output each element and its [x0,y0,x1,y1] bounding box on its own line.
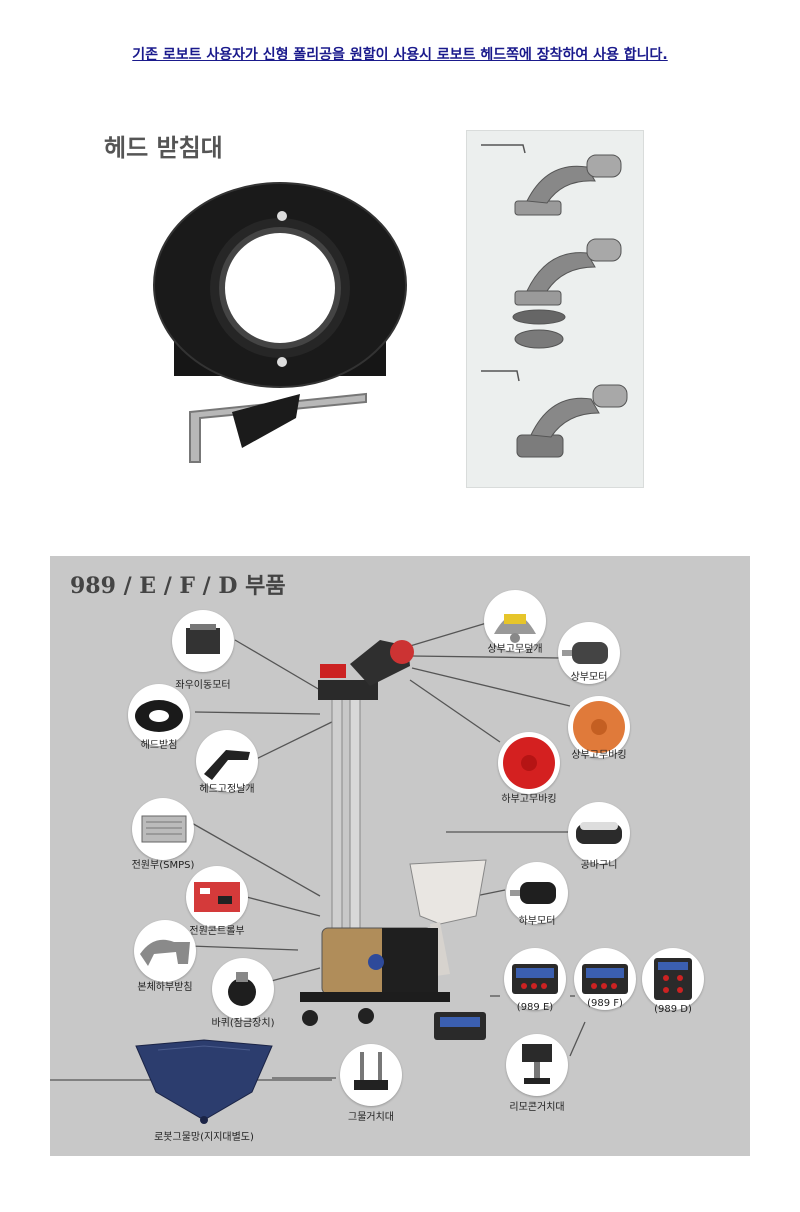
part-upper-motor: 상부모터 [558,622,620,684]
part-lower-rubber-packing: 하부고무바킹 [498,732,560,805]
basket-icon [576,822,622,844]
part-upper-rubber-packing: 상부고무바킹 [568,696,630,761]
part-body-lower-support: 본체하부받침 [134,920,196,993]
parts-title: 989 / E / F / D 부품 [70,573,286,599]
part-lower-motor: 하부모터 [506,862,568,927]
parts-panel: 989 / E / F / D 부품 [50,556,750,1156]
part-remote-989d: (989 D) [642,948,704,1015]
remote-control-icon [512,964,558,994]
connector-lines [50,621,586,1081]
wheel-icon [228,972,256,1006]
part-robot-net: 로봇그물망(지지대별도) [134,1038,274,1143]
part-head-fixing-wing: 헤드고정날개 [196,730,258,795]
part-net-holder: 그물거치대 [340,1044,402,1123]
fixing-wing-icon [204,750,250,780]
part-remote-989e: (989 E) [504,948,566,1013]
controller-board-icon [194,882,240,912]
part-upper-rubber-cover: 상부고무덮개 [484,590,546,655]
rubber-cover-icon [494,614,536,643]
rubber-packing-icon [503,737,555,789]
motor-icon [186,624,220,654]
part-power-smps: 전원부(SMPS) [132,798,194,871]
head-support-photo [153,182,407,463]
part-wheel-lock: 바퀴(잠금장치) [211,958,275,1029]
part-remote-989f: (989 F) [574,948,636,1010]
part-ball-basket: 공바구니 [568,802,630,871]
part-left-right-motor: 좌우이동모터 [172,610,234,691]
lower-support-icon [140,939,190,966]
net-icon [135,1039,273,1124]
motor-icon [562,642,608,664]
head-support-icon [135,700,183,732]
remote-control-icon [582,964,628,994]
head-support-title: 헤드 받침대 [104,134,223,162]
rubber-packing-icon [573,701,625,753]
holder-icon [354,1052,388,1090]
robot-machine [300,640,487,1040]
remote-control-icon [654,958,692,1000]
holder-icon [522,1044,552,1084]
notice-text[interactable]: 기존 로보트 사용자가 신형 폴리공을 원할이 사용시 로보트 헤드쪽에 장착하… [132,47,668,63]
part-power-controller: 전원콘트롤부 [186,866,248,937]
part-head-support: 헤드받침 [128,684,190,751]
smps-icon [141,815,187,843]
motor-icon [510,882,556,904]
part-remote-holder: 리모콘거치대 [506,1034,568,1113]
installation-diagram [466,130,644,488]
